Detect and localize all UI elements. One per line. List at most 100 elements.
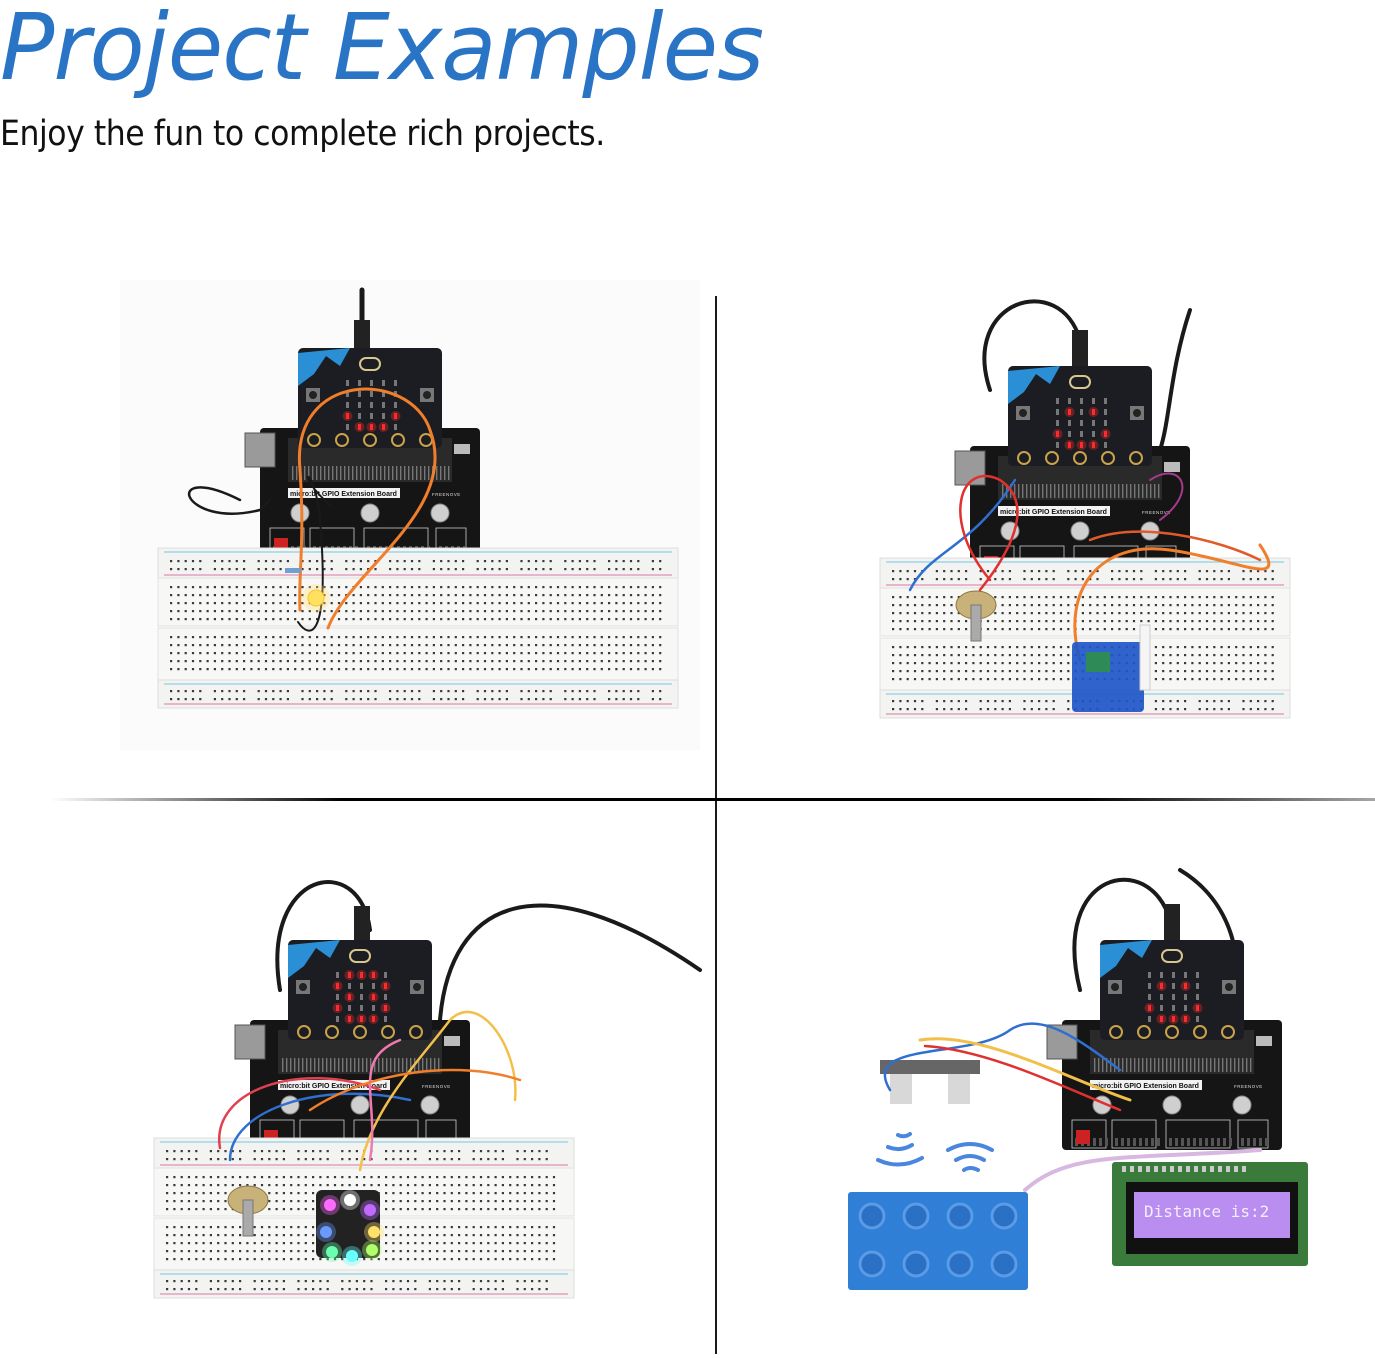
led-on xyxy=(1092,442,1095,448)
rgb-led-module xyxy=(316,1190,384,1266)
led-off xyxy=(1092,398,1095,404)
rgb-led xyxy=(368,1226,380,1238)
purple-wire xyxy=(1023,1148,1262,1192)
led-off xyxy=(336,972,339,978)
led-off xyxy=(348,1005,351,1011)
led-off xyxy=(1172,1005,1175,1011)
servo-motor xyxy=(1072,624,1151,712)
led-off xyxy=(1104,398,1107,404)
led-off xyxy=(346,424,349,430)
led-off xyxy=(1196,994,1199,1000)
led-on xyxy=(1080,442,1083,448)
led-off xyxy=(1184,1005,1187,1011)
usb-cable xyxy=(438,903,702,1022)
lego-brick xyxy=(848,1192,1028,1290)
black-wire xyxy=(187,486,272,515)
black-wire xyxy=(297,475,331,632)
resistor xyxy=(285,568,301,573)
yellow-wire xyxy=(918,1037,1132,1102)
led-off xyxy=(358,402,361,408)
brand-label: FREENOVE xyxy=(422,1084,451,1089)
logo-icon xyxy=(1161,949,1183,963)
orange-wire xyxy=(308,1068,522,1112)
led-on xyxy=(1160,983,1163,989)
led-on xyxy=(1172,1016,1175,1022)
header-section xyxy=(1165,1119,1231,1149)
usb-port xyxy=(244,432,276,468)
led-off xyxy=(382,391,385,397)
led-off xyxy=(1080,409,1083,415)
yellow-wire xyxy=(358,1010,517,1172)
led-on xyxy=(1092,409,1095,415)
led-on xyxy=(346,413,349,419)
led-off xyxy=(1172,972,1175,978)
capacitor xyxy=(1162,1095,1182,1115)
led-off xyxy=(394,424,397,430)
led-off xyxy=(1196,1016,1199,1022)
led-off xyxy=(372,983,375,989)
micro-usb-port xyxy=(1256,1036,1272,1046)
potentiometer xyxy=(955,590,997,642)
led-off xyxy=(360,994,363,1000)
microbit-assembly: micro:bit GPIO Extension Board FREENOVE xyxy=(954,366,1190,576)
brand-label: FREENOVE xyxy=(1234,1084,1263,1089)
lcd-text: Distance is:2 xyxy=(1144,1202,1269,1221)
led-on xyxy=(370,424,373,430)
led-on xyxy=(1160,1016,1163,1022)
led-off xyxy=(1160,994,1163,1000)
red-wire xyxy=(959,474,1019,592)
led-off xyxy=(1172,983,1175,989)
led-off xyxy=(1104,420,1107,426)
brand-label: FREENOVE xyxy=(1142,510,1171,515)
led-off xyxy=(1080,420,1083,426)
lego-stud xyxy=(858,1202,886,1230)
led-off xyxy=(1068,431,1071,437)
led-off xyxy=(370,391,373,397)
capacitor xyxy=(430,503,450,523)
led-off xyxy=(1056,420,1059,426)
led-on xyxy=(372,972,375,978)
led-on xyxy=(1196,1005,1199,1011)
breadboard xyxy=(153,1137,575,1299)
led-off xyxy=(1092,431,1095,437)
led-on xyxy=(1068,442,1071,448)
led-off xyxy=(394,402,397,408)
led-off xyxy=(384,994,387,1000)
led-matrix xyxy=(1144,972,1203,1024)
led-off xyxy=(394,380,397,386)
led-off xyxy=(382,413,385,419)
red-wire xyxy=(218,1077,382,1150)
board-label: micro:bit GPIO Extension Board xyxy=(1092,1083,1199,1090)
usb-cable xyxy=(1158,308,1192,452)
led-on xyxy=(360,1016,363,1022)
photo-canvas: micro:bit GPIO Extension Board FREENOVE Di… xyxy=(830,860,1375,1330)
brand-label: FREENOVE xyxy=(432,492,461,497)
lego-stud xyxy=(902,1250,930,1278)
lego-stud xyxy=(990,1250,1018,1278)
led-off xyxy=(336,1016,339,1022)
led-matrix xyxy=(332,970,391,1024)
rgb-led xyxy=(364,1204,376,1216)
led-off xyxy=(1104,442,1107,448)
led-yellow xyxy=(307,589,325,607)
led-on xyxy=(360,972,363,978)
led-off xyxy=(348,983,351,989)
horizontal-divider xyxy=(50,798,1375,801)
led-on xyxy=(1184,1016,1187,1022)
lego-stud xyxy=(946,1250,974,1278)
lego-stud xyxy=(946,1202,974,1230)
red-wire xyxy=(923,1044,1122,1112)
led-off xyxy=(360,1005,363,1011)
led-off xyxy=(1068,398,1071,404)
lcd-1602: Distance is:2 xyxy=(1112,1162,1308,1266)
led-off xyxy=(1056,442,1059,448)
led-on xyxy=(336,1005,339,1011)
led-on xyxy=(384,1005,387,1011)
purple-wire xyxy=(1149,472,1184,521)
led-on xyxy=(1104,431,1107,437)
board-label: micro:bit GPIO Extension Board xyxy=(1000,509,1107,516)
breadboard xyxy=(157,547,679,709)
logo-icon xyxy=(359,357,381,371)
board-label-bg xyxy=(1090,1080,1202,1090)
